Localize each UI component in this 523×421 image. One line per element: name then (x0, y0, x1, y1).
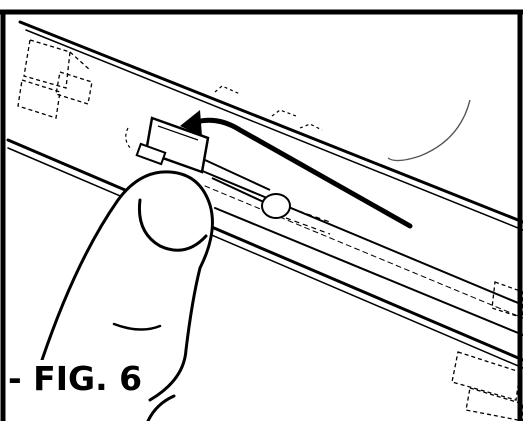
frame-border (0, 9, 523, 421)
device-body (6, 20, 523, 369)
figure-caption: - FIG. 6 (6, 359, 145, 398)
hand-drawing (40, 170, 214, 421)
direction-arrow (180, 110, 413, 229)
slider-rod (204, 159, 331, 235)
hidden-part-right (451, 281, 523, 421)
sliding-clip (125, 116, 210, 174)
edge-notches (214, 85, 323, 131)
hidden-part-left (17, 39, 93, 119)
sketch-curve (387, 99, 471, 162)
